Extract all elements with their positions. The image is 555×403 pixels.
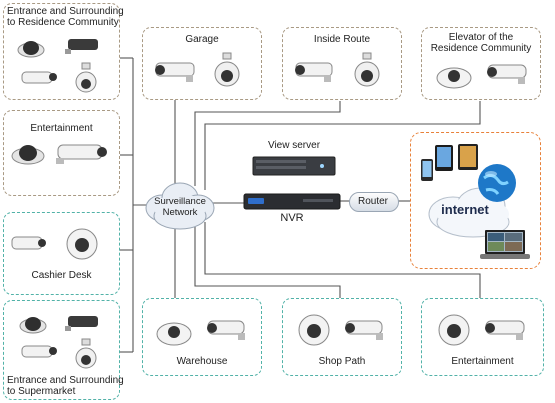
dome-camera-icon (298, 314, 330, 346)
group-cashier (3, 212, 120, 295)
bullet-camera-icon (56, 144, 107, 164)
view-server-icon (252, 156, 336, 176)
bullet-camera-icon (485, 320, 525, 340)
ptz-camera-icon (214, 52, 240, 87)
dome-camera-icon (438, 314, 470, 346)
dome-camera-icon (19, 317, 47, 334)
bullet-camera-icon (21, 71, 57, 84)
group-label: Entertainment (30, 123, 93, 134)
dome-camera-icon (436, 67, 472, 89)
dome-camera-icon (17, 41, 45, 58)
bullet-camera-icon (21, 345, 57, 358)
ptz-camera-icon (75, 338, 97, 369)
group-label: Cashier Desk (31, 270, 92, 281)
bullet-camera-icon (65, 39, 98, 54)
bullet-camera-icon (207, 320, 245, 340)
group-elevator (421, 27, 541, 100)
group-label: Entrance and Surrounding to Supermarket (7, 375, 124, 397)
nvr-icon (243, 193, 341, 210)
router-icon (349, 192, 399, 212)
dome-camera-icon (156, 322, 192, 346)
tablet-icon (435, 145, 453, 171)
internet-cloud (428, 187, 510, 238)
tablet-icon (458, 144, 478, 170)
group-label: Elevator of the Residence Community (430, 32, 532, 54)
group-label: Inside Route (313, 34, 371, 45)
bullet-camera-icon (65, 316, 98, 331)
dome-camera-icon (66, 228, 98, 260)
surveillance-network-cloud (145, 182, 215, 230)
bullet-camera-icon (487, 64, 527, 84)
group-label: Entertainment (451, 356, 514, 367)
ptz-camera-icon (354, 52, 380, 87)
globe-icon (478, 164, 516, 202)
group-label: Warehouse (176, 356, 228, 367)
internet-label: internet (441, 202, 489, 217)
bullet-camera-icon (155, 62, 195, 82)
bullet-camera-icon (295, 62, 333, 82)
view-server-label: View server (267, 140, 321, 151)
group-label: Garage (185, 34, 219, 45)
group-label: Entrance and Surrounding to Residence Co… (7, 6, 124, 28)
group-label: Shop Path (318, 356, 366, 367)
laptop-icon (480, 230, 530, 259)
phone-icon (421, 159, 433, 181)
ptz-camera-icon (75, 62, 97, 93)
bullet-camera-icon (345, 320, 383, 340)
bullet-camera-icon (11, 236, 46, 250)
network-label: Surveillance Network (154, 196, 206, 218)
dome-camera-icon (11, 145, 45, 165)
nvr-label: NVR (280, 212, 304, 224)
router-label: Router (357, 196, 388, 207)
